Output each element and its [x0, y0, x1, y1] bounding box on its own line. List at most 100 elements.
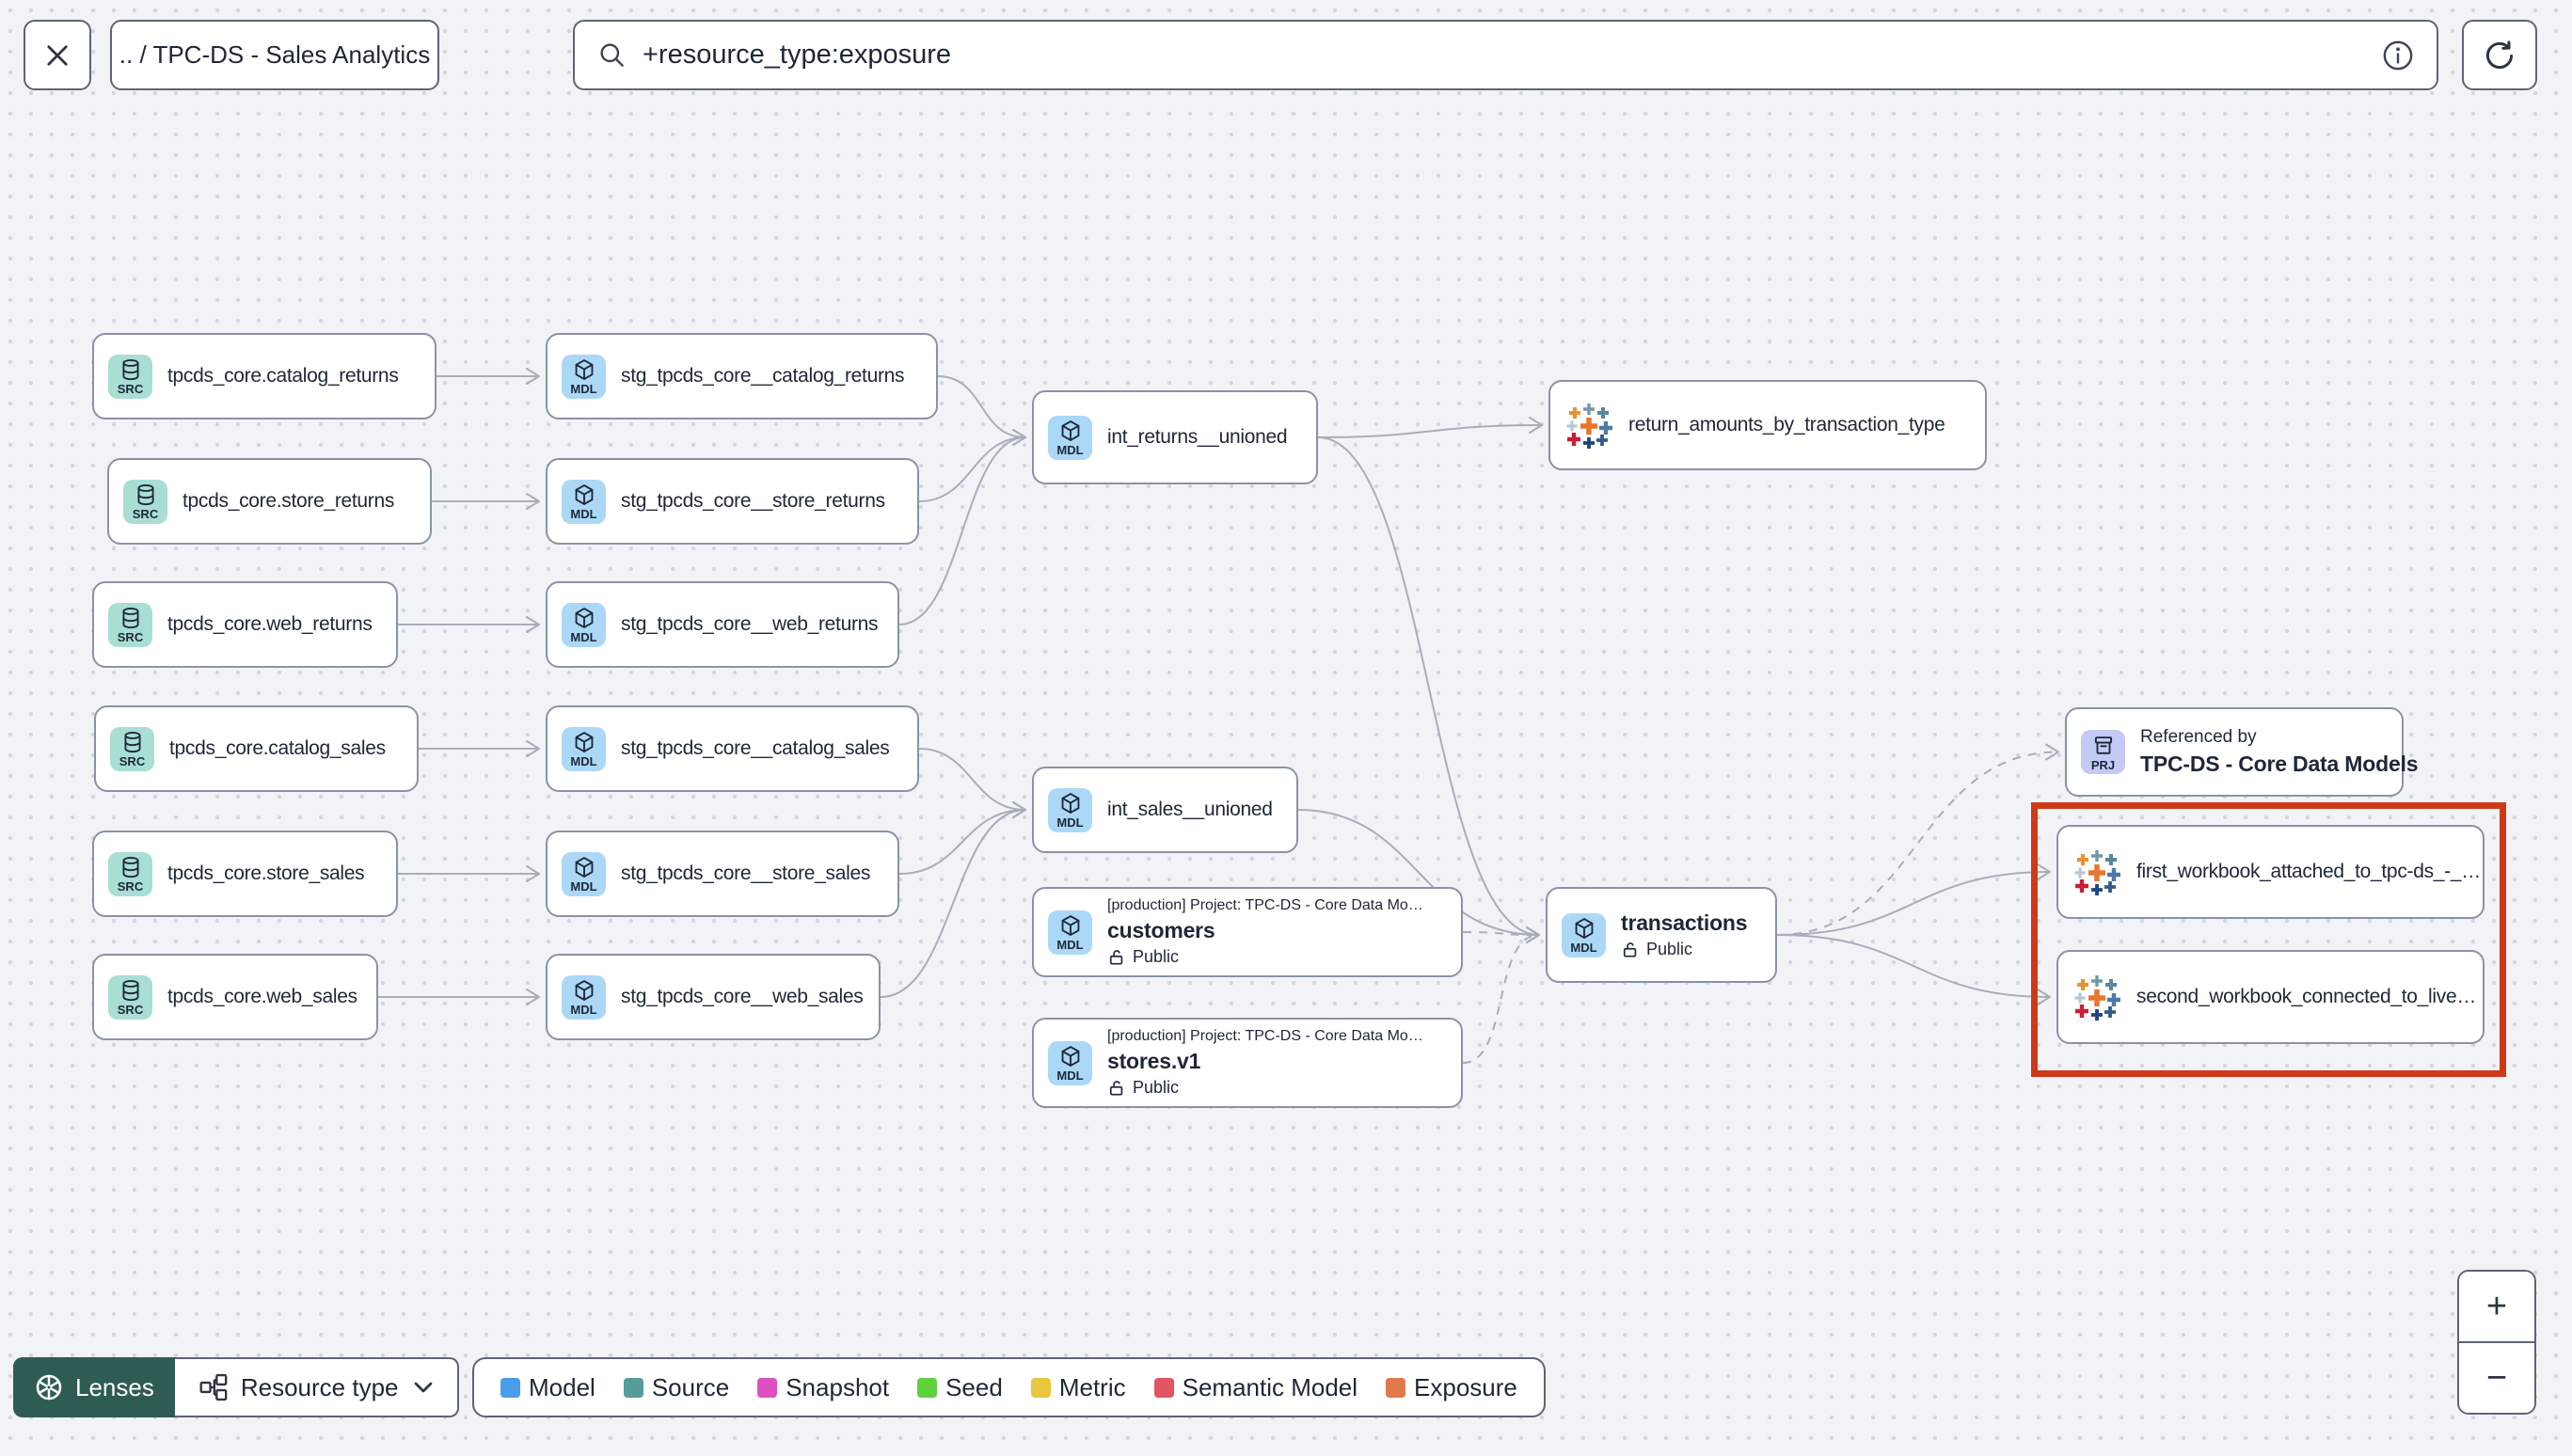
legend-label: Semantic Model — [1182, 1372, 1358, 1401]
node-text: stg_tpcds_core__catalog_sales — [621, 737, 890, 760]
node-text: first_workbook_attached_to_tpc-ds_-_… — [2136, 861, 2481, 883]
breadcrumb[interactable]: .. / TPC-DS - Sales Analytics — [110, 20, 439, 90]
resource-type-dropdown[interactable]: Resource type — [174, 1357, 459, 1417]
model-badge-icon: MDL — [562, 479, 606, 524]
node-label: stg_tpcds_core__web_sales — [621, 986, 864, 1007]
node-meta-label: [production] Project: TPC-DS - Core Data… — [1107, 1028, 1423, 1044]
node-text: [production] Project: TPC-DS - Core Data… — [1107, 897, 1423, 967]
zoom-controls: + − — [2457, 1270, 2536, 1415]
source-badge-icon: SRC — [108, 602, 152, 647]
node-label: stores.v1 — [1107, 1049, 1201, 1073]
badge-label: PRJ — [2090, 757, 2116, 772]
resource-type-label: Resource type — [240, 1372, 399, 1401]
node-label: tpcds_core.store_returns — [183, 490, 395, 512]
source-badge-icon: SRC — [123, 479, 167, 524]
badge-label: MDL — [570, 754, 597, 768]
search-icon — [597, 40, 627, 71]
legend-item-source: Source — [623, 1372, 730, 1402]
graph-node-exp_return_amounts[interactable]: return_amounts_by_transaction_type — [1548, 380, 1987, 470]
access-row: Public — [1621, 940, 1747, 959]
source-badge-icon: SRC — [110, 726, 154, 771]
node-text: tpcds_core.store_returns — [183, 490, 394, 513]
node-meta-label: Referenced by — [2140, 727, 2257, 747]
graph-node-src_web_sales[interactable]: SRC tpcds_core.web_sales — [92, 954, 378, 1040]
model-badge-icon: MDL — [1048, 910, 1092, 955]
lenses-button[interactable]: Lenses — [13, 1357, 175, 1417]
info-icon[interactable] — [2382, 40, 2414, 71]
legend-item-model: Model — [500, 1373, 595, 1402]
node-label: stg_tpcds_core__store_sales — [621, 863, 871, 884]
graph-node-wb1[interactable]: first_workbook_attached_to_tpc-ds_-_… — [2056, 825, 2485, 919]
legend-swatch — [1030, 1377, 1051, 1398]
node-label: transactions — [1621, 910, 1748, 935]
node-text: stg_tpcds_core__web_returns — [621, 613, 879, 636]
node-label: return_amounts_by_transaction_type — [1628, 414, 1945, 435]
node-label: tpcds_core.web_returns — [167, 613, 373, 635]
model-badge-icon: MDL — [1048, 415, 1092, 460]
legend-swatch — [1386, 1377, 1406, 1398]
graph-node-wb2[interactable]: second_workbook_connected_to_live… — [2056, 950, 2485, 1044]
badge-label: MDL — [570, 507, 597, 521]
legend-swatch — [623, 1377, 643, 1398]
access-label: Public — [1133, 947, 1180, 966]
badge-label: MDL — [1056, 815, 1084, 830]
access-label: Public — [1133, 1078, 1180, 1097]
badge-label: MDL — [1056, 938, 1084, 952]
edge-arrowhead — [526, 865, 540, 882]
edge-arrowhead — [1526, 926, 1540, 943]
open-lock-icon — [1107, 948, 1126, 967]
model-badge-icon: MDL — [1048, 1040, 1092, 1085]
graph-node-stg_catalog_sales[interactable]: MDL stg_tpcds_core__catalog_sales — [546, 705, 919, 792]
zoom-in-button[interactable]: + — [2459, 1272, 2534, 1343]
node-text: int_returns__unioned — [1107, 426, 1288, 449]
graph-node-customers[interactable]: MDL [production] Project: TPC-DS - Core D… — [1032, 887, 1463, 977]
refresh-icon — [2483, 39, 2516, 72]
model-badge-icon: MDL — [1562, 912, 1606, 957]
chevron-down-icon — [412, 1376, 435, 1399]
legend-label: Source — [651, 1372, 730, 1401]
close-button[interactable] — [24, 20, 91, 90]
edge-transactions-wb2 — [1776, 934, 2051, 998]
badge-label: SRC — [117, 1003, 144, 1017]
open-lock-icon — [1107, 1079, 1126, 1098]
node-label: int_sales__unioned — [1107, 799, 1273, 820]
aperture-icon — [34, 1372, 64, 1402]
legend-item-snapshot: Snapshot — [757, 1373, 889, 1402]
node-text: tpcds_core.web_sales — [167, 986, 357, 1008]
search-input[interactable] — [643, 40, 2367, 71]
source-badge-icon: SRC — [108, 851, 152, 896]
node-label: tpcds_core.catalog_returns — [167, 365, 399, 387]
graph-node-int_sales[interactable]: MDL int_sales__unioned — [1032, 767, 1298, 853]
badge-label: SRC — [117, 879, 144, 894]
node-text: stg_tpcds_core__catalog_returns — [621, 365, 905, 388]
node-text: [production] Project: TPC-DS - Core Data… — [1107, 1028, 1423, 1098]
node-text: return_amounts_by_transaction_type — [1628, 414, 1945, 436]
graph-node-src_store_returns[interactable]: SRC tpcds_core.store_returns — [107, 458, 432, 545]
node-label: stg_tpcds_core__catalog_returns — [621, 365, 905, 387]
model-badge-icon: MDL — [1048, 787, 1092, 832]
graph-node-stores[interactable]: MDL [production] Project: TPC-DS - Core D… — [1032, 1018, 1463, 1108]
refresh-button[interactable] — [2462, 20, 2537, 90]
edge-arrowhead — [2037, 863, 2051, 880]
access-label: Public — [1646, 940, 1693, 958]
graph-node-int_returns[interactable]: MDL int_returns__unioned — [1032, 390, 1318, 484]
zoom-out-button[interactable]: − — [2459, 1343, 2534, 1413]
resource-type-icon — [198, 1372, 228, 1402]
legend-swatch — [917, 1377, 938, 1398]
edge-arrowhead — [526, 368, 540, 385]
close-icon — [43, 41, 71, 70]
tableau-exposure-icon — [1564, 401, 1613, 450]
graph-node-src_web_returns[interactable]: SRC tpcds_core.web_returns — [92, 581, 398, 668]
